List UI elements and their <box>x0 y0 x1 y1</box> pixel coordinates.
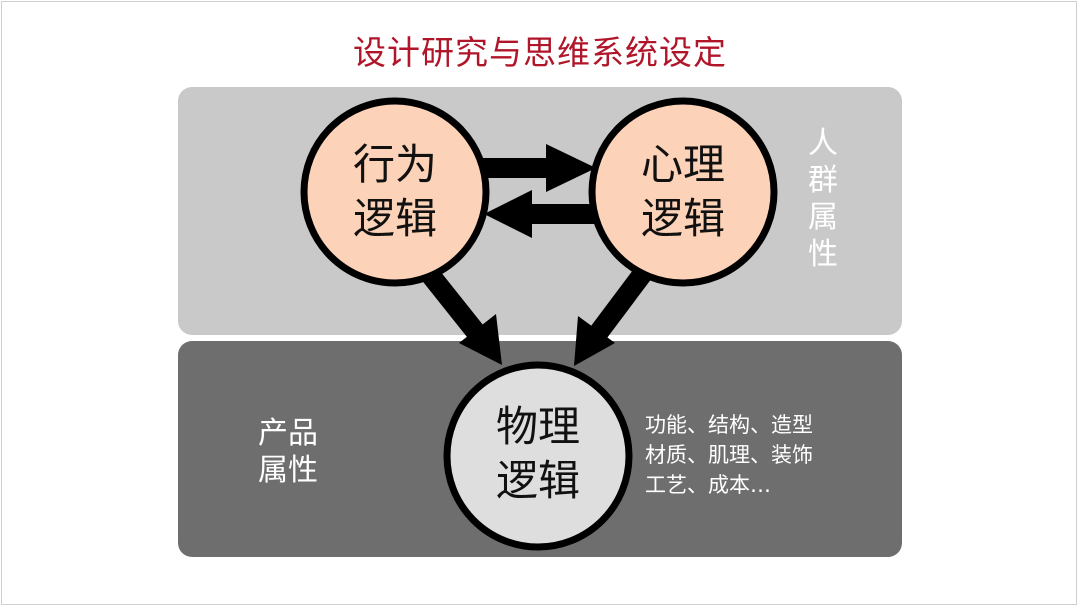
group-label-product-line2: 属性 <box>258 453 318 488</box>
physical-attributes-line2: 材质、肌理、装饰 <box>645 443 813 467</box>
node-psychology-line2: 逻辑 <box>640 194 725 243</box>
group-label-product-line1: 产品 <box>258 416 318 451</box>
physical-attributes-list: 功能、结构、造型 材质、肌理、装饰 工艺、成本… <box>645 410 875 500</box>
node-psychology-circle <box>588 97 778 287</box>
node-behavior-line1: 行为 <box>352 140 437 189</box>
node-physical-circle <box>443 361 633 551</box>
physical-attributes-line1: 功能、结构、造型 <box>645 413 813 437</box>
node-behavior-line2: 逻辑 <box>352 194 437 243</box>
arrow-behavior-to-psychology <box>470 144 596 192</box>
arrow-behavior-to-physical <box>420 265 502 365</box>
node-behavior-circle <box>300 97 490 287</box>
arrow-psychology-to-physical <box>574 266 652 366</box>
physical-attributes-line3: 工艺、成本… <box>645 473 771 497</box>
node-physical-line2: 逻辑 <box>495 456 580 505</box>
group-label-people-text: 人群属性 <box>808 126 838 272</box>
node-psychology-line1: 心理 <box>640 140 725 189</box>
arrow-psychology-to-behavior <box>484 190 610 238</box>
group-label-product: 产品 属性 <box>240 415 336 489</box>
node-physical: 物理 逻辑 <box>468 400 608 508</box>
node-psychology: 心理 逻辑 <box>613 138 753 246</box>
node-behavior: 行为 逻辑 <box>325 138 465 246</box>
node-physical-line1: 物理 <box>495 402 580 451</box>
slide-title: 设计研究与思维系统设定 <box>353 33 727 72</box>
group-label-people: 人群属性 <box>803 125 843 273</box>
